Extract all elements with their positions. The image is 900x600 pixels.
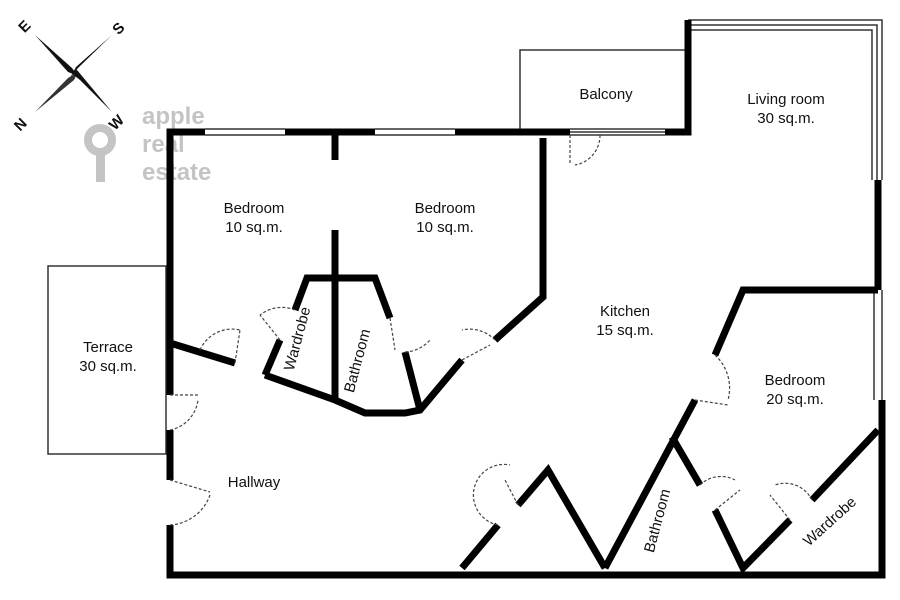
door-icon [569,134,601,166]
watermark-text: estate [142,159,211,186]
room-name: Kitchen [600,303,650,320]
room-name: Terrace [83,339,133,356]
room-name: Wardrobe [281,305,314,372]
room-area: 10 sq.m. [416,219,474,236]
room-name: Wardrobe [800,493,860,549]
room-area: 10 sq.m. [225,219,283,236]
room-labels: Balcony Living room 30 sq.m. Bedroom 10 … [79,86,860,554]
door-icon [199,328,241,364]
door-icon [169,479,211,526]
walls [166,20,886,579]
terrace-outline [47,265,167,455]
room-name: Bedroom [415,200,476,217]
compass-east: E [15,17,34,36]
door-icon [769,482,813,521]
room-area: 20 sq.m. [766,391,824,408]
door-icon [461,328,496,361]
room-name: Bedroom [765,372,826,389]
door-icon [169,394,199,431]
room-name: Balcony [579,86,633,103]
room-area: 15 sq.m. [596,322,654,339]
compass-north: N [11,115,31,135]
door-icon [259,306,296,341]
door-icon [694,354,731,406]
watermark-text: apple [142,103,205,130]
room-name: Hallway [228,474,281,491]
door-icon [472,463,519,526]
door-icon [699,475,741,511]
room-name: Bathroom [341,327,374,394]
room-name: Bedroom [224,200,285,217]
room-name: Living room [747,91,825,108]
door-arcs [169,134,813,526]
compass-icon: E S N W [11,17,128,134]
watermark-logo: apple real estate [84,103,211,186]
compass-south: S [109,19,128,38]
room-area: 30 sq.m. [757,110,815,127]
door-icon [389,317,431,353]
room-area: 30 sq.m. [79,358,137,375]
